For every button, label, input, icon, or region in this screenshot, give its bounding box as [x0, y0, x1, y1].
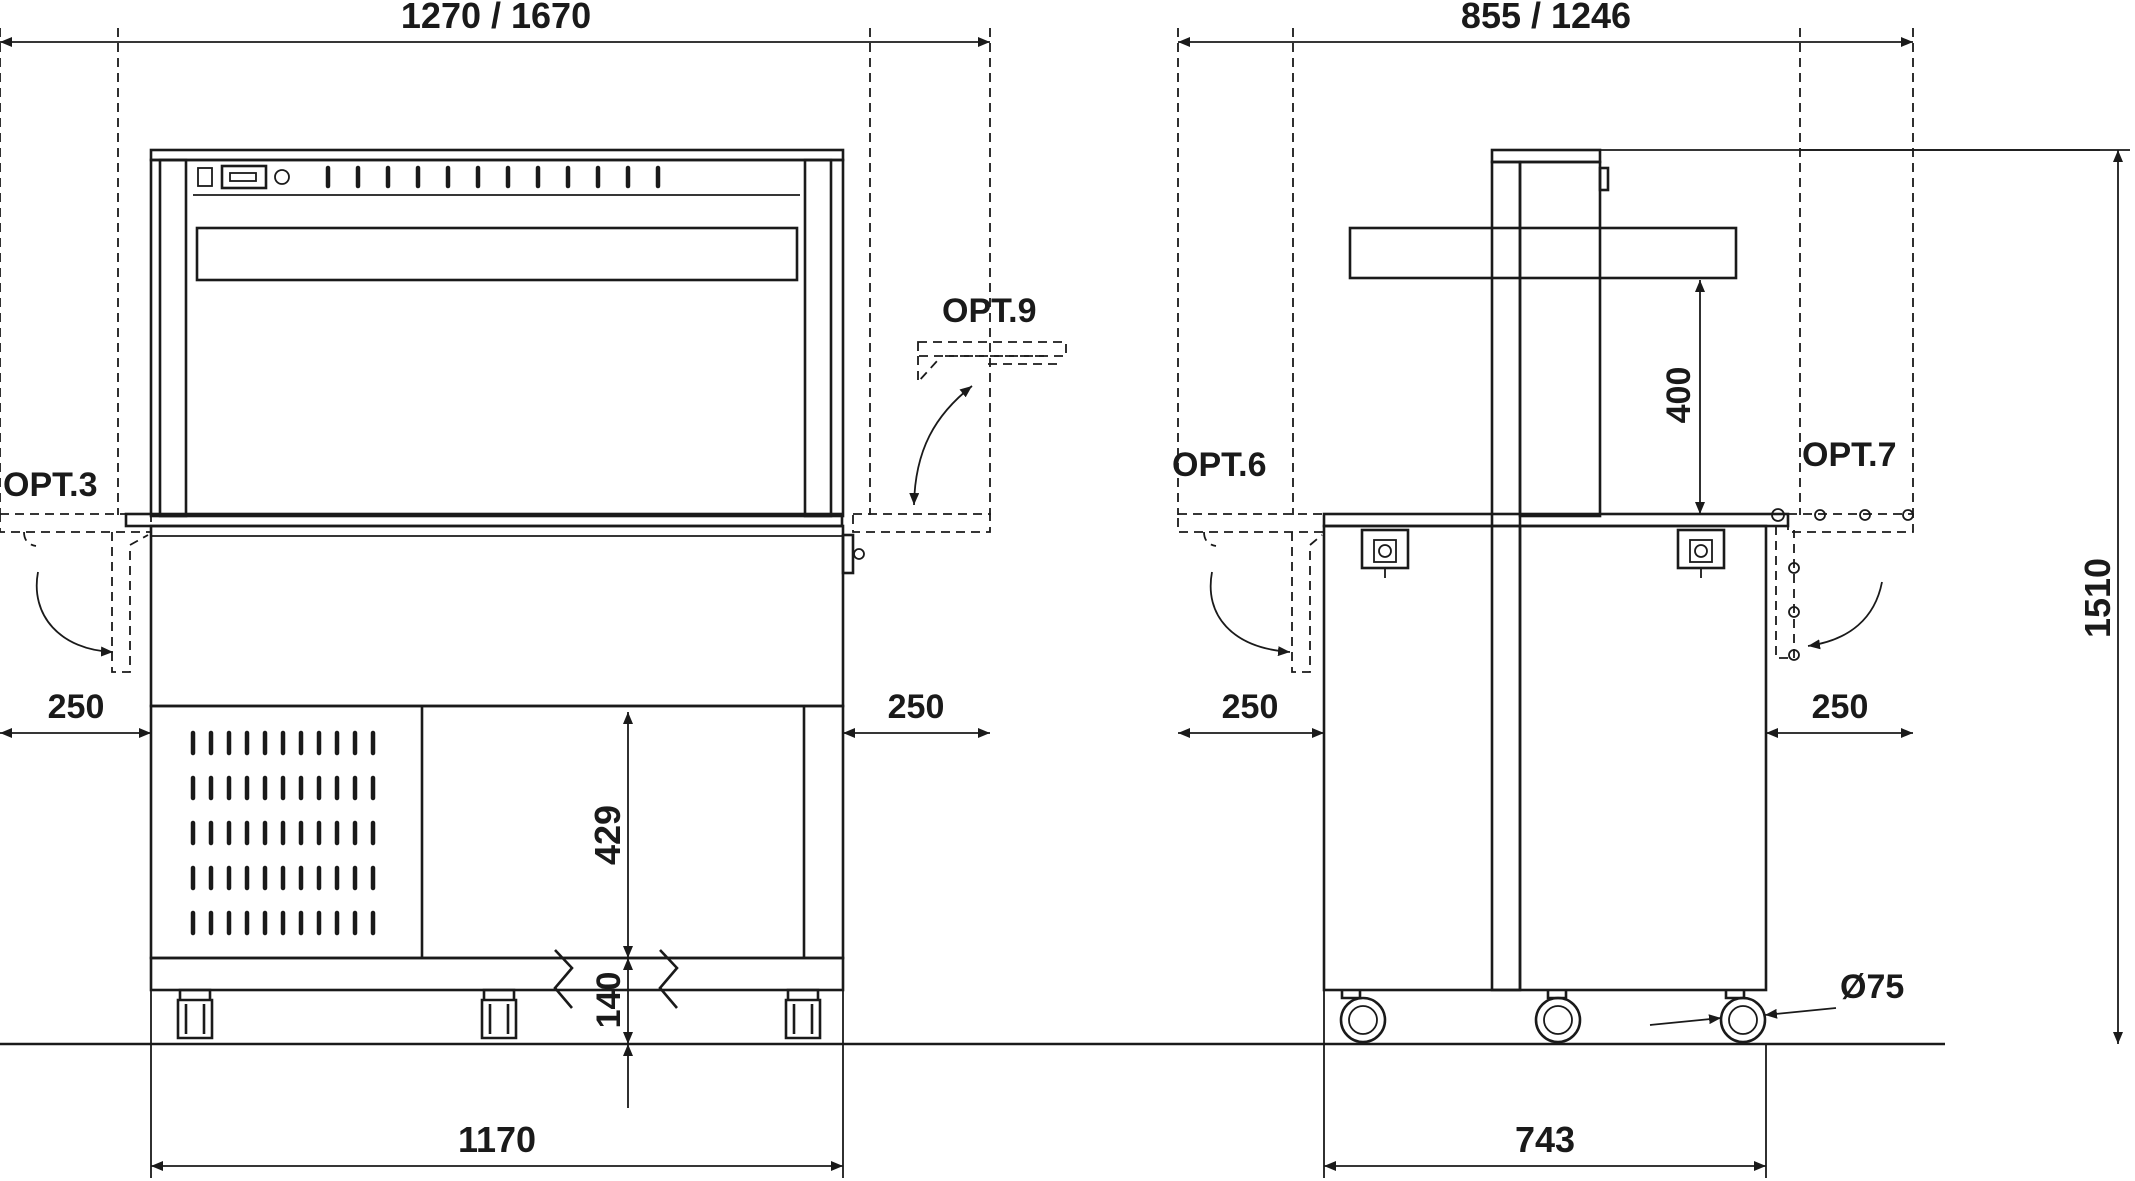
front-gantry	[149, 148, 845, 518]
front-bottom-width-label: 1170	[458, 1119, 536, 1160]
side-total-height-dimension: 1510	[1800, 149, 2130, 1044]
front-option-left: OPT.3	[0, 466, 152, 673]
front-cabinet	[149, 704, 845, 1009]
front-view: 1270 / 1670	[0, 0, 1067, 1178]
side-overall-depth-dimension: 855 / 1246	[1177, 0, 1914, 515]
front-vent-grille	[190, 730, 376, 936]
front-option-right: OPT.9	[852, 292, 1067, 533]
side-wheel-diameter-label: Ø75	[1840, 968, 1904, 1006]
side-cabinet	[1322, 512, 1790, 992]
side-option-left-label: OPT.6	[1172, 446, 1266, 484]
side-bottom-depth-label: 743	[1515, 1119, 1575, 1160]
front-right-shelf-label: 250	[888, 688, 945, 726]
front-option-right-label: OPT.9	[942, 292, 1036, 330]
front-counter	[124, 512, 865, 708]
side-column	[1490, 160, 1522, 992]
front-option-left-label: OPT.3	[3, 466, 97, 504]
side-option-right: OPT.7	[1771, 436, 1914, 661]
front-shelf-dimensions: 250 250	[0, 688, 990, 745]
side-right-shelf-label: 250	[1812, 688, 1869, 726]
side-option-right-label: OPT.7	[1802, 436, 1896, 474]
side-option-left: OPT.6	[1172, 446, 1325, 673]
front-left-shelf-label: 250	[48, 688, 105, 726]
side-gantry	[1348, 148, 2100, 518]
side-shelf-dimensions: 250 250	[1178, 688, 1913, 738]
front-bottom-width-dimension: 1170	[150, 990, 844, 1178]
front-overall-width-label: 1270 / 1670	[401, 0, 591, 36]
side-gantry-height-dimension: 400	[1660, 280, 1705, 514]
side-overall-depth-label: 855 / 1246	[1461, 0, 1631, 36]
front-control-ticks	[325, 165, 661, 189]
side-wheels	[1339, 990, 1767, 1044]
front-feet	[176, 988, 822, 1040]
side-left-shelf-label: 250	[1222, 688, 1279, 726]
side-bottom-depth-dimension: 743	[1323, 990, 1767, 1178]
front-under-top-height-label: 429	[587, 805, 628, 865]
side-view: 855 / 1246	[1172, 0, 2130, 1178]
front-base-height-label: 140	[590, 972, 628, 1029]
side-wheel-dimension: Ø75	[1649, 968, 1904, 1026]
front-overall-width-dimension: 1270 / 1670	[0, 0, 991, 515]
front-height-dimensions: 429 140	[587, 712, 633, 1108]
side-total-height-label: 1510	[2077, 558, 2118, 638]
side-gantry-height-label: 400	[1660, 367, 1698, 424]
